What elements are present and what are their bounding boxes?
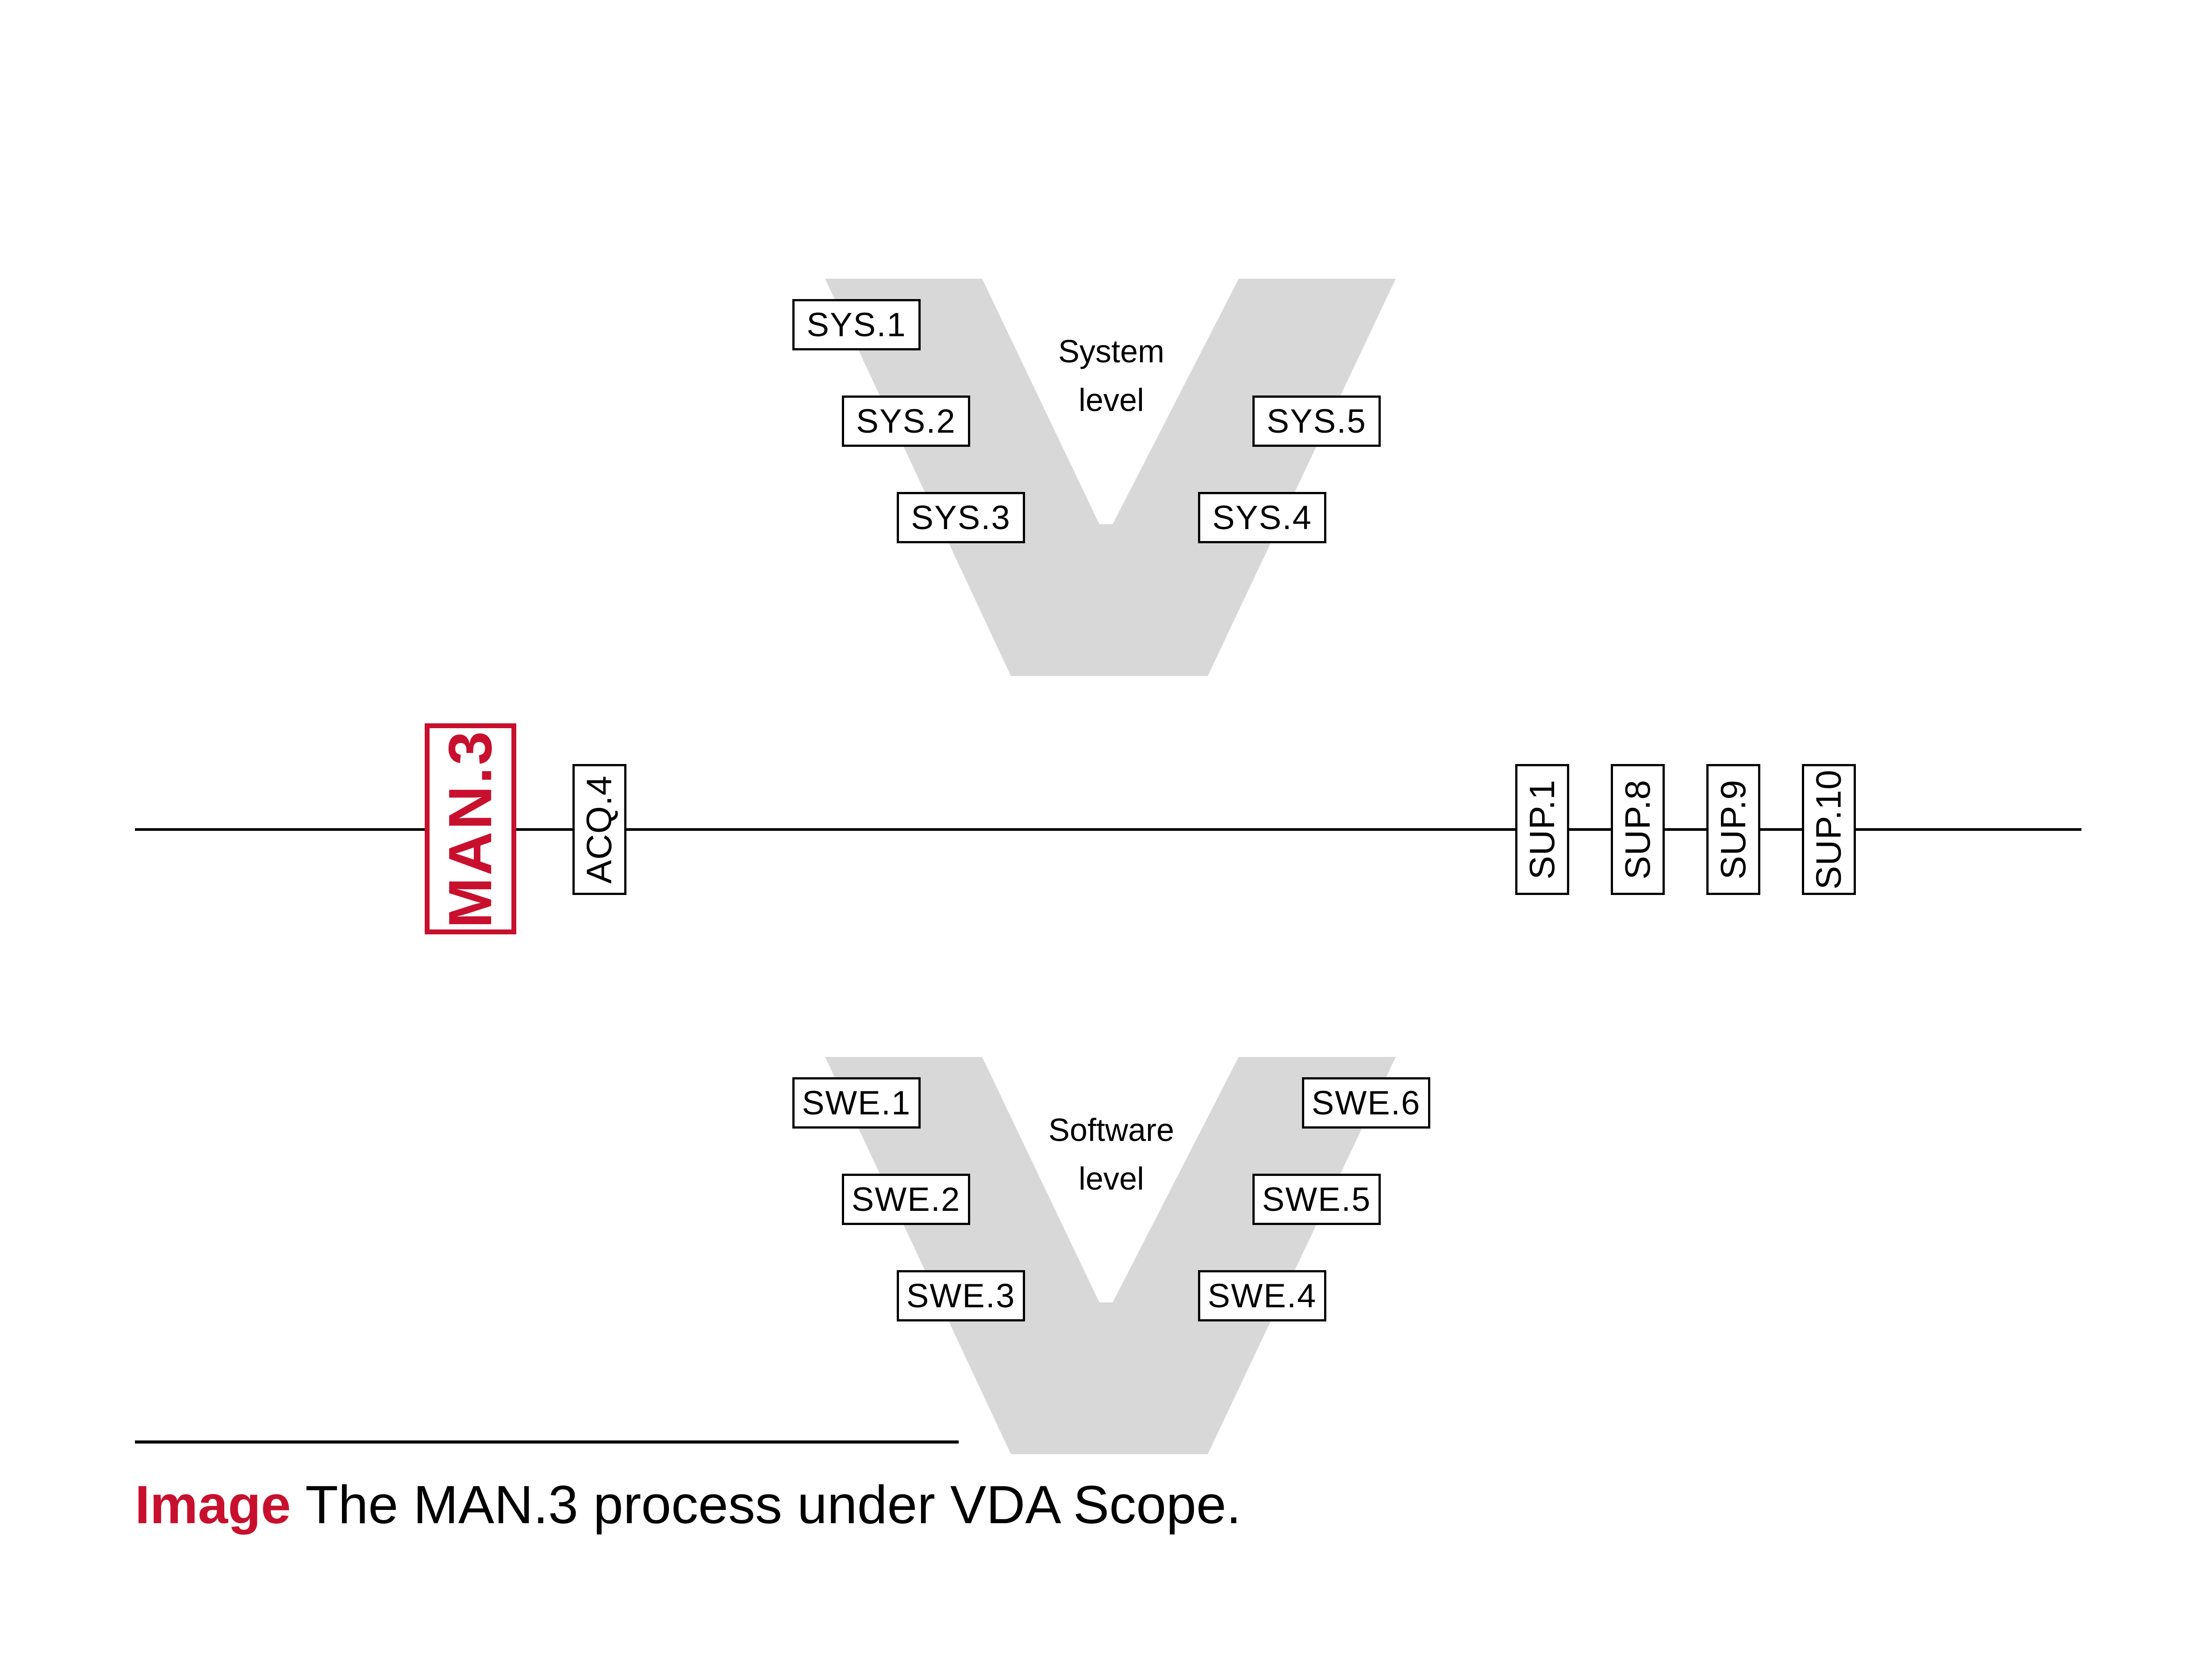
process-box-swe2-label: SWE.2 — [851, 1180, 961, 1218]
system-level-label-line1: System — [1058, 334, 1165, 369]
process-box-swe5: SWE.5 — [1252, 1174, 1381, 1225]
process-box-swe5-label: SWE.5 — [1262, 1180, 1371, 1218]
software-v-shape — [825, 1057, 1396, 1454]
process-box-swe4-label: SWE.4 — [1207, 1277, 1317, 1315]
system-level-label-line2: level — [1078, 383, 1144, 418]
process-box-sys4: SYS.4 — [1198, 492, 1326, 543]
process-box-sup8-label: SUP.8 — [1618, 780, 1657, 879]
process-box-sys1: SYS.1 — [792, 299, 921, 350]
process-box-swe1: SWE.1 — [792, 1077, 921, 1129]
process-box-sup1: SUP.1 — [1515, 764, 1569, 895]
process-box-man3-highlighted: MAN.3 — [425, 723, 516, 934]
process-box-sys3-label: SYS.3 — [911, 499, 1011, 537]
process-box-sys4-label: SYS.4 — [1212, 499, 1312, 537]
process-box-swe4: SWE.4 — [1198, 1270, 1326, 1321]
caption-tag: Image — [135, 1475, 291, 1535]
caption-divider-rule — [135, 1440, 959, 1444]
system-v-shape — [825, 279, 1396, 676]
process-box-acq4: ACQ.4 — [572, 764, 626, 895]
process-box-sys1-label: SYS.1 — [806, 306, 906, 344]
process-box-man3-label: MAN.3 — [436, 729, 504, 929]
process-box-sup10-label: SUP.10 — [1809, 769, 1849, 890]
process-box-swe3-label: SWE.3 — [906, 1277, 1016, 1315]
system-level-label: System level — [979, 327, 1244, 425]
process-box-sys3: SYS.3 — [897, 492, 1025, 543]
caption-text: The MAN.3 process under VDA Scope. — [305, 1475, 1241, 1535]
software-level-label-line1: Software — [1048, 1113, 1175, 1148]
process-box-sys2: SYS.2 — [842, 396, 970, 447]
process-box-sup1-label: SUP.1 — [1522, 780, 1562, 879]
process-box-swe3: SWE.3 — [897, 1270, 1025, 1321]
process-box-sys5: SYS.5 — [1252, 396, 1381, 447]
process-box-swe6-label: SWE.6 — [1311, 1084, 1421, 1122]
process-box-swe6: SWE.6 — [1302, 1077, 1430, 1129]
process-box-sup10: SUP.10 — [1802, 764, 1856, 895]
process-box-sup9: SUP.9 — [1706, 764, 1760, 895]
process-box-sys2-label: SYS.2 — [856, 402, 956, 440]
process-box-swe1-label: SWE.1 — [802, 1084, 911, 1122]
process-axis-line — [135, 828, 2081, 831]
process-box-sup9-label: SUP.9 — [1713, 780, 1753, 879]
process-box-acq4-label: ACQ.4 — [580, 775, 619, 884]
process-box-sys5-label: SYS.5 — [1267, 402, 1367, 440]
process-box-sup8: SUP.8 — [1611, 764, 1665, 895]
process-box-swe2: SWE.2 — [842, 1174, 970, 1225]
software-level-label-line2: level — [1078, 1161, 1144, 1197]
software-level-label: Software level — [979, 1106, 1244, 1203]
